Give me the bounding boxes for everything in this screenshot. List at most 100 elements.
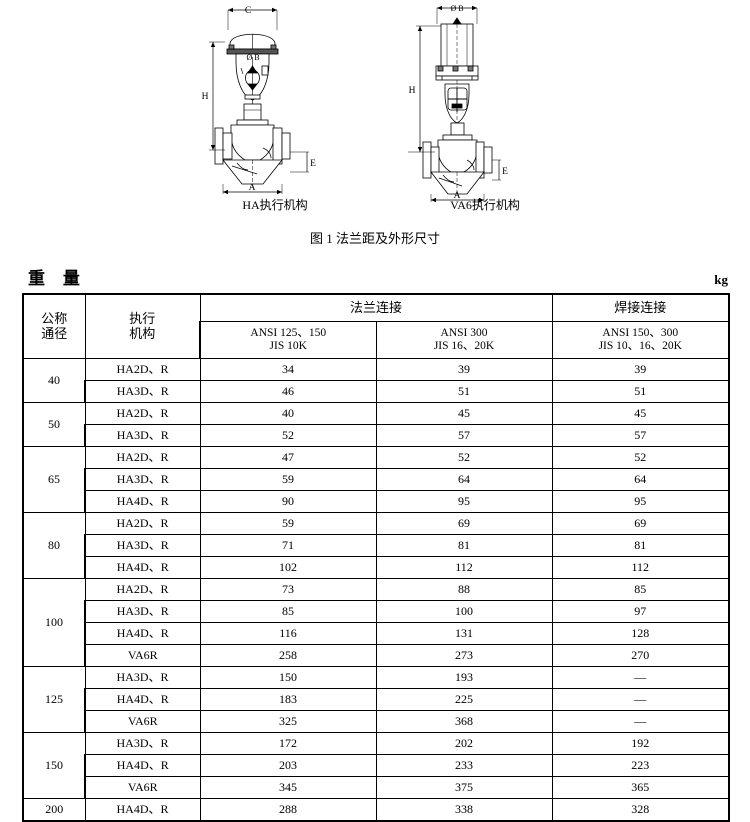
cell-weight-value: 128: [551, 622, 731, 645]
dim-label-e: E: [502, 167, 508, 177]
header-standard-1-line2: JIS 10K: [269, 340, 307, 352]
va6-drawing-svg: Ø B H A E: [408, 4, 508, 203]
cell-weight-value: 288: [199, 798, 377, 822]
cell-weight-value: 325: [199, 710, 377, 733]
cell-actuator: HA2D、R: [84, 446, 201, 469]
cell-weight-value: 183: [199, 688, 377, 711]
cell-weight-value: 102: [199, 556, 377, 579]
cell-weight-value: 39: [375, 358, 553, 381]
ha-drawing-svg: C Ø B H A E: [202, 6, 316, 195]
dim-label-e: E: [310, 159, 316, 169]
cell-weight-value: 202: [375, 732, 553, 755]
cell-actuator: HA4D、R: [84, 556, 201, 579]
header-flange-connection: 法兰连接: [199, 293, 553, 322]
cell-nominal-diameter: 50: [22, 402, 86, 447]
cell-weight-value: 81: [551, 534, 731, 557]
cell-weight-value: 375: [375, 776, 553, 799]
cell-weight-value: 71: [199, 534, 377, 557]
drawing-caption-va6: VA6执行机构: [450, 198, 520, 212]
cell-nominal-diameter: 100: [22, 578, 86, 667]
cell-weight-value: 51: [375, 380, 553, 403]
cell-weight-value: 97: [551, 600, 731, 623]
cell-nominal-diameter: 80: [22, 512, 86, 579]
cell-weight-value: —: [551, 688, 731, 711]
cell-weight-value: 34: [199, 358, 377, 381]
dim-label-a: A: [454, 191, 461, 201]
cell-weight-value: 95: [375, 490, 553, 513]
cell-actuator: HA2D、R: [84, 402, 201, 425]
cell-weight-value: 90: [199, 490, 377, 513]
cell-actuator: HA2D、R: [84, 358, 201, 381]
table-header: 公称 通径 执行 机构 法兰连接 焊接连接 ANSI 125、150 JIS 1…: [22, 293, 731, 359]
dim-label-diameter-b: Ø B: [246, 53, 259, 62]
cell-weight-value: 273: [375, 644, 553, 667]
cell-weight-value: 46: [199, 380, 377, 403]
cell-weight-value: 52: [375, 446, 553, 469]
header-weld-connection: 焊接连接: [551, 293, 731, 322]
header-standard-3-line1: ANSI 150、300: [602, 326, 679, 339]
cell-actuator: VA6R: [84, 710, 201, 733]
header-standard-ansi125-150: ANSI 125、150 JIS 10K: [199, 321, 377, 359]
header-nominal-diameter: 公称 通径: [22, 293, 86, 359]
cell-weight-value: 328: [551, 798, 731, 822]
header-standard-ansi150-300: ANSI 150、300 JIS 10、16、20K: [551, 321, 731, 359]
cell-weight-value: 203: [199, 754, 377, 777]
cell-weight-value: 192: [551, 732, 731, 755]
cell-actuator: HA3D、R: [84, 666, 201, 689]
cell-weight-value: 95: [551, 490, 731, 513]
cell-weight-value: 193: [375, 666, 553, 689]
cell-weight-value: 59: [199, 512, 377, 535]
cell-weight-value: 69: [375, 512, 553, 535]
cell-weight-value: 112: [375, 556, 553, 579]
valve-drawing-va6: Ø B H A E VA6执行机构: [395, 0, 575, 220]
cell-weight-value: 112: [551, 556, 731, 579]
cell-weight-value: 52: [551, 446, 731, 469]
dim-label-h: H: [409, 86, 416, 96]
cell-actuator: HA3D、R: [84, 600, 201, 623]
cell-weight-value: 116: [199, 622, 377, 645]
cell-actuator: HA3D、R: [84, 732, 201, 755]
weight-section-heading: 重 量: [28, 269, 86, 289]
dim-label-c: C: [245, 6, 251, 16]
figure-area: C Ø B H A E HA执行机构: [0, 0, 750, 255]
cell-weight-value: —: [551, 666, 731, 689]
header-nominal-diameter-line1: 公称: [41, 310, 68, 326]
cell-weight-value: 45: [551, 402, 731, 425]
cell-weight-value: 59: [199, 468, 377, 491]
cell-actuator: HA3D、R: [84, 424, 201, 447]
cell-weight-value: 258: [199, 644, 377, 667]
cell-weight-value: 100: [375, 600, 553, 623]
cell-nominal-diameter: 150: [22, 732, 86, 799]
header-actuator-line1: 执行: [129, 310, 156, 326]
header-standard-2-line1: ANSI 300: [440, 326, 488, 339]
cell-actuator: HA3D、R: [84, 534, 201, 557]
cell-weight-value: 64: [375, 468, 553, 491]
cell-weight-value: 85: [199, 600, 377, 623]
cell-weight-value: 131: [375, 622, 553, 645]
cell-actuator: HA3D、R: [84, 468, 201, 491]
cell-actuator: HA2D、R: [84, 512, 201, 535]
cell-weight-value: 47: [199, 446, 377, 469]
cell-weight-value: 39: [551, 358, 731, 381]
cell-weight-value: 172: [199, 732, 377, 755]
cell-weight-value: 150: [199, 666, 377, 689]
cell-actuator: HA4D、R: [84, 754, 201, 777]
cell-weight-value: 225: [375, 688, 553, 711]
header-standard-3-line2: JIS 10、16、20K: [598, 340, 682, 352]
header-standard-ansi300: ANSI 300 JIS 16、20K: [375, 321, 553, 359]
cell-actuator: VA6R: [84, 776, 201, 799]
cell-weight-value: —: [551, 710, 731, 733]
